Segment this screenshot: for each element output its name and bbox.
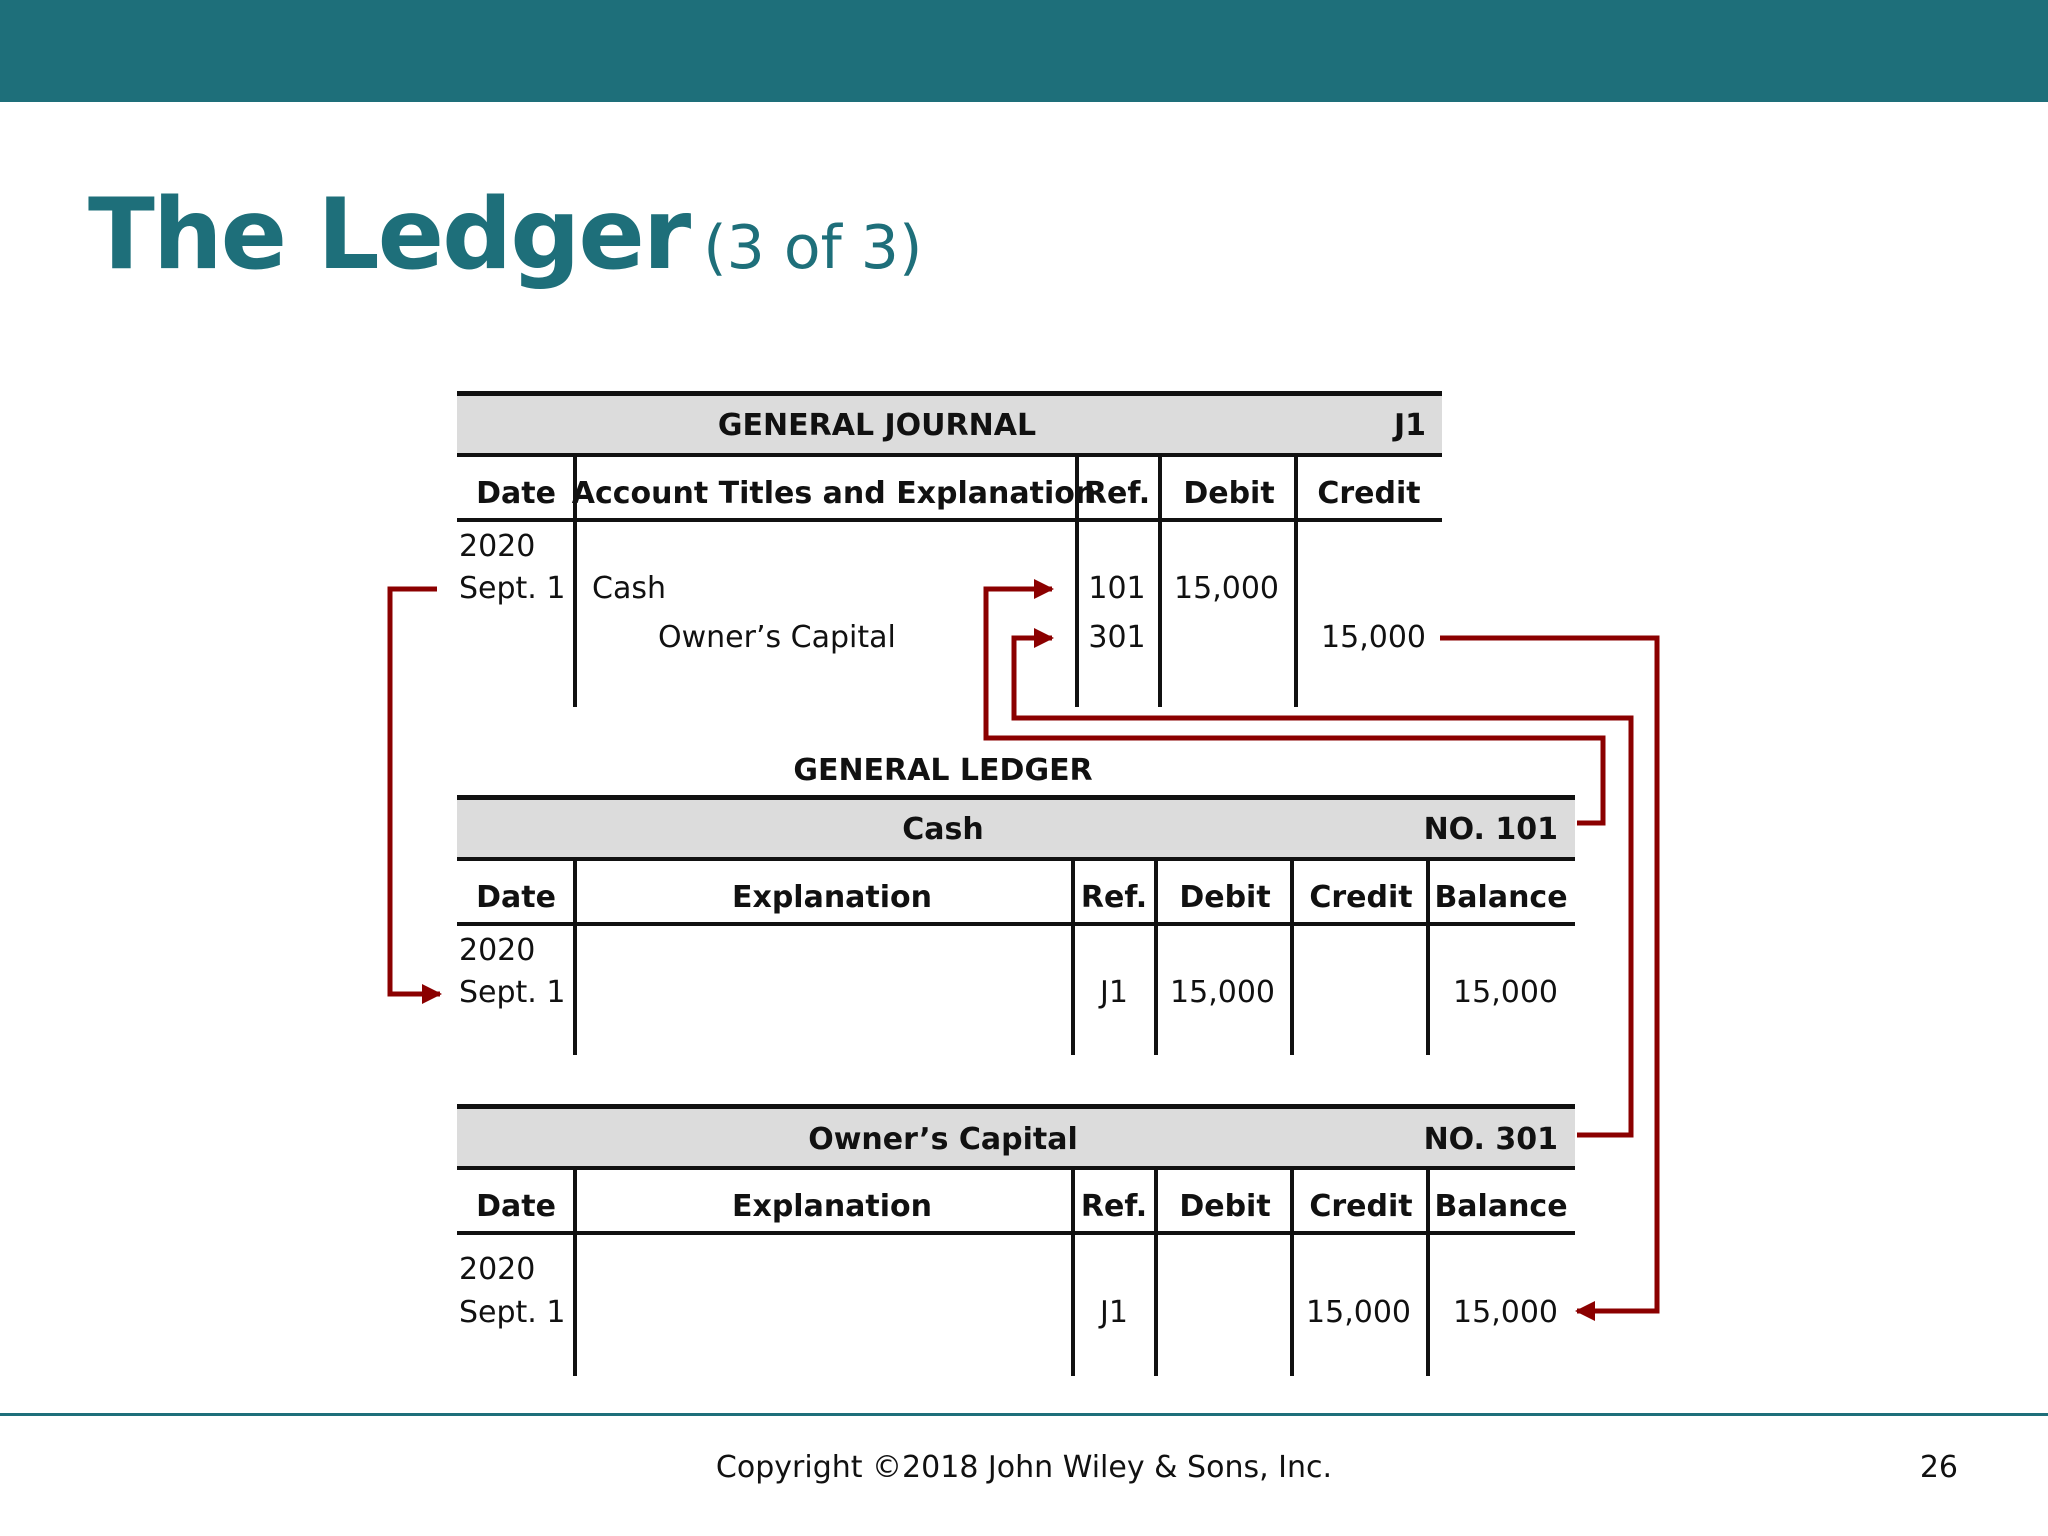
journal-year: 2020 <box>459 529 536 564</box>
cash-col-explanation: Explanation <box>731 880 933 915</box>
page-title: The Ledger(3 of 3) <box>88 178 922 292</box>
cash-account-number: NO. 101 <box>1423 812 1558 847</box>
cash-header-rule <box>457 922 1575 926</box>
capital-credit: 15,000 <box>1306 1295 1411 1330</box>
capital-header-band <box>457 1104 1575 1170</box>
capital-account-name: Owner’s Capital <box>808 1122 1078 1157</box>
journal-divider <box>573 455 577 707</box>
journal-col-account: Account Titles and Explanation <box>571 476 1097 511</box>
cash-col-credit: Credit <box>1309 880 1413 915</box>
journal-row-account: Owner’s Capital <box>658 620 896 655</box>
journal-divider <box>1158 455 1162 707</box>
cash-debit: 15,000 <box>1170 975 1275 1010</box>
cash-balance: 15,000 <box>1453 975 1558 1010</box>
capital-divider <box>1290 1168 1294 1376</box>
cash-ref: J1 <box>1100 975 1128 1010</box>
page-number: 26 <box>1919 1450 1958 1485</box>
journal-col-date: Date <box>476 476 556 511</box>
journal-row-credit: 15,000 <box>1321 620 1426 655</box>
capital-year: 2020 <box>459 1252 536 1287</box>
capital-divider <box>573 1168 577 1376</box>
copyright-notice: Copyright ©2018 John Wiley & Sons, Inc. <box>715 1450 1333 1485</box>
cash-header-band <box>457 795 1575 861</box>
capital-col-explanation: Explanation <box>731 1189 933 1224</box>
cash-date: Sept. 1 <box>459 975 566 1010</box>
cash-divider <box>1426 859 1430 1055</box>
capital-header-rule <box>457 1231 1575 1235</box>
capital-col-ref: Ref. <box>1080 1189 1148 1224</box>
journal-date: Sept. 1 <box>459 571 566 606</box>
journal-row-account: Cash <box>592 571 666 606</box>
capital-divider <box>1426 1168 1430 1376</box>
arrow-capital-number-to-journal-ref <box>1011 628 1634 1138</box>
capital-date: Sept. 1 <box>459 1295 566 1330</box>
arrow-cash-number-to-journal-ref <box>983 579 1606 826</box>
capital-col-debit: Debit <box>1179 1189 1271 1224</box>
cash-divider <box>573 859 577 1055</box>
cash-col-date: Date <box>476 880 556 915</box>
cash-col-ref: Ref. <box>1080 880 1148 915</box>
journal-row-debit: 15,000 <box>1174 571 1279 606</box>
capital-divider <box>1071 1168 1075 1376</box>
journal-header-band <box>457 391 1442 457</box>
footer-rule <box>0 1413 2048 1416</box>
journal-header-rule <box>457 518 1442 522</box>
capital-ref: J1 <box>1100 1295 1128 1330</box>
journal-divider <box>1075 455 1079 707</box>
capital-account-number: NO. 301 <box>1423 1122 1558 1157</box>
title-subtitle: (3 of 3) <box>703 213 923 283</box>
journal-row-ref: 101 <box>1088 571 1146 606</box>
capital-col-balance: Balance <box>1434 1189 1568 1224</box>
arrow-journal-credit-to-capital-balance <box>1440 635 1660 1321</box>
capital-divider <box>1154 1168 1158 1376</box>
cash-divider <box>1154 859 1158 1055</box>
journal-col-credit: Credit <box>1317 476 1421 511</box>
journal-col-ref: Ref. <box>1083 476 1151 511</box>
cash-col-balance: Balance <box>1434 880 1568 915</box>
ledger-title: GENERAL LEDGER <box>793 753 1093 788</box>
cash-account-name: Cash <box>902 812 984 847</box>
cash-divider <box>1290 859 1294 1055</box>
journal-divider <box>1294 455 1298 707</box>
capital-balance: 15,000 <box>1453 1295 1558 1330</box>
journal-number: J1 <box>1393 408 1426 443</box>
cash-col-debit: Debit <box>1179 880 1271 915</box>
journal-title: GENERAL JOURNAL <box>717 408 1037 443</box>
arrow-journal-date-to-cash-ledger <box>387 586 442 1004</box>
cash-divider <box>1071 859 1075 1055</box>
journal-col-debit: Debit <box>1183 476 1275 511</box>
journal-row-ref: 301 <box>1088 620 1146 655</box>
capital-col-credit: Credit <box>1309 1189 1413 1224</box>
capital-col-date: Date <box>476 1189 556 1224</box>
cash-year: 2020 <box>459 933 536 968</box>
title-main: The Ledger <box>88 178 691 292</box>
header-bar <box>0 0 2048 102</box>
